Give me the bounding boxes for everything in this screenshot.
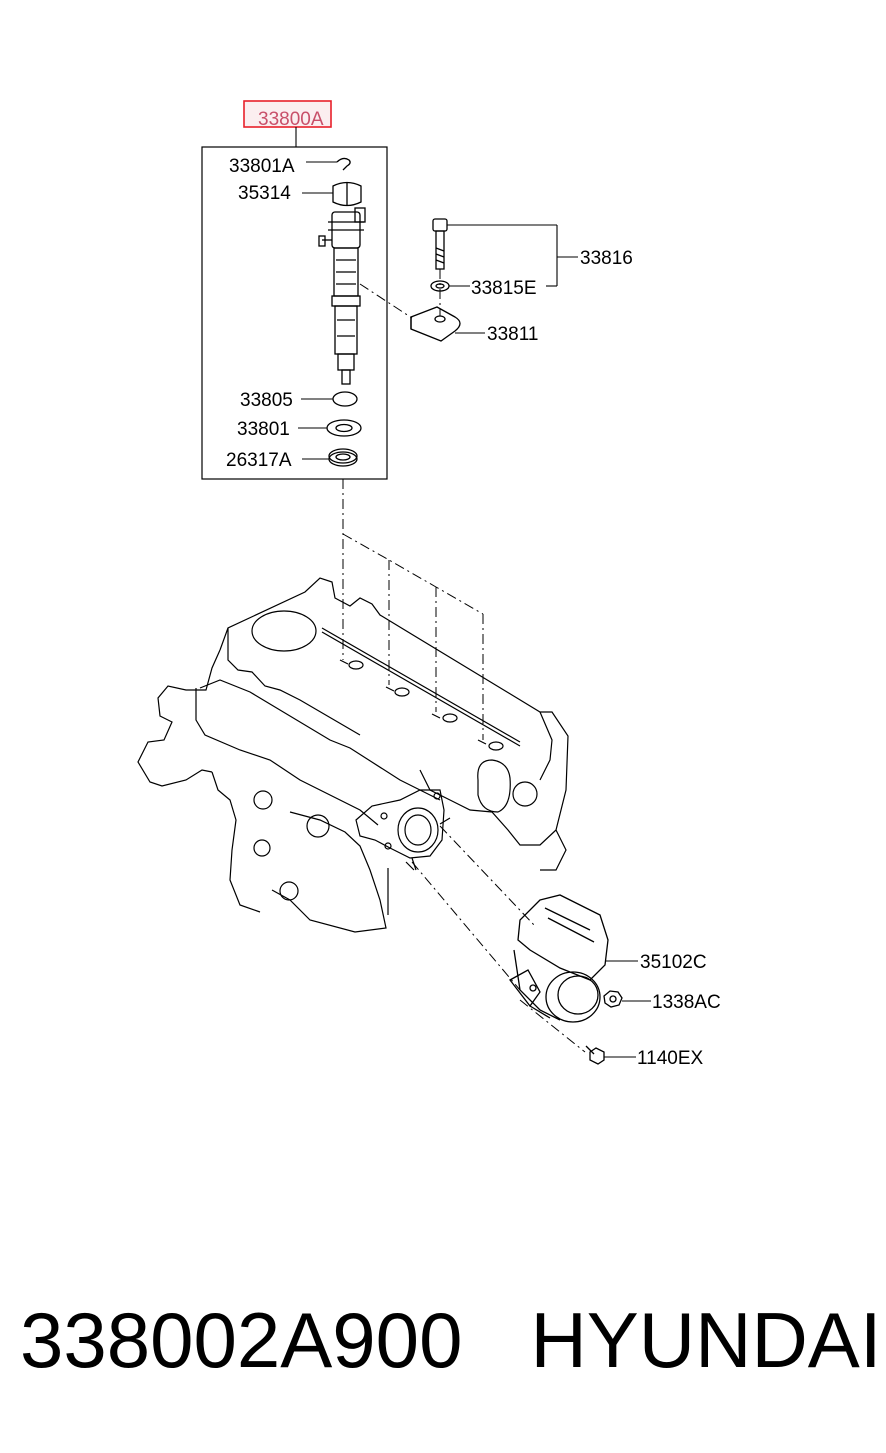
small-bolt-part	[585, 1045, 605, 1065]
callout-bolt-washer[interactable]: 33815E	[471, 278, 537, 299]
sleeve-part	[332, 181, 362, 207]
engine-head	[137, 577, 569, 933]
callout-o-ring[interactable]: 33805	[240, 390, 293, 411]
assembly-label[interactable]: 33800A	[258, 109, 324, 130]
callout-nut[interactable]: 1338AC	[652, 992, 721, 1013]
assembly-guide-lines	[342, 479, 484, 740]
callout-washer[interactable]: 33801	[237, 419, 290, 440]
part-number: 338002A900	[20, 1296, 463, 1384]
o-ring-part	[332, 391, 358, 407]
clamp-part	[410, 306, 461, 342]
assembly-highlight-box[interactable]	[243, 100, 332, 128]
callout-clip[interactable]: 33801A	[229, 156, 295, 177]
seal-part	[328, 448, 358, 467]
washer-part	[326, 419, 362, 437]
brand-name: HYUNDAI	[530, 1296, 882, 1384]
callout-seal[interactable]: 26317A	[226, 450, 292, 471]
throttle-body-part	[509, 894, 609, 1023]
injector-assembly-frame	[201, 146, 388, 480]
injector-part	[318, 207, 366, 385]
callout-bolt[interactable]: 1140EX	[637, 1048, 704, 1069]
bolt-part	[432, 218, 448, 270]
intake-flange	[355, 789, 451, 871]
clip-part	[336, 157, 351, 171]
nut-part	[603, 990, 623, 1008]
callout-clamp[interactable]: 33811	[487, 324, 538, 345]
parts-diagram: 33800A 33801A 35314 33805 33801	[137, 100, 721, 1069]
callout-throttle-body[interactable]: 35102C	[640, 952, 707, 973]
caption: 338002A900 HYUNDAI	[20, 1295, 882, 1386]
callout-sleeve[interactable]: 35314	[238, 183, 291, 204]
callout-bolt-group[interactable]: 33816	[580, 248, 633, 269]
